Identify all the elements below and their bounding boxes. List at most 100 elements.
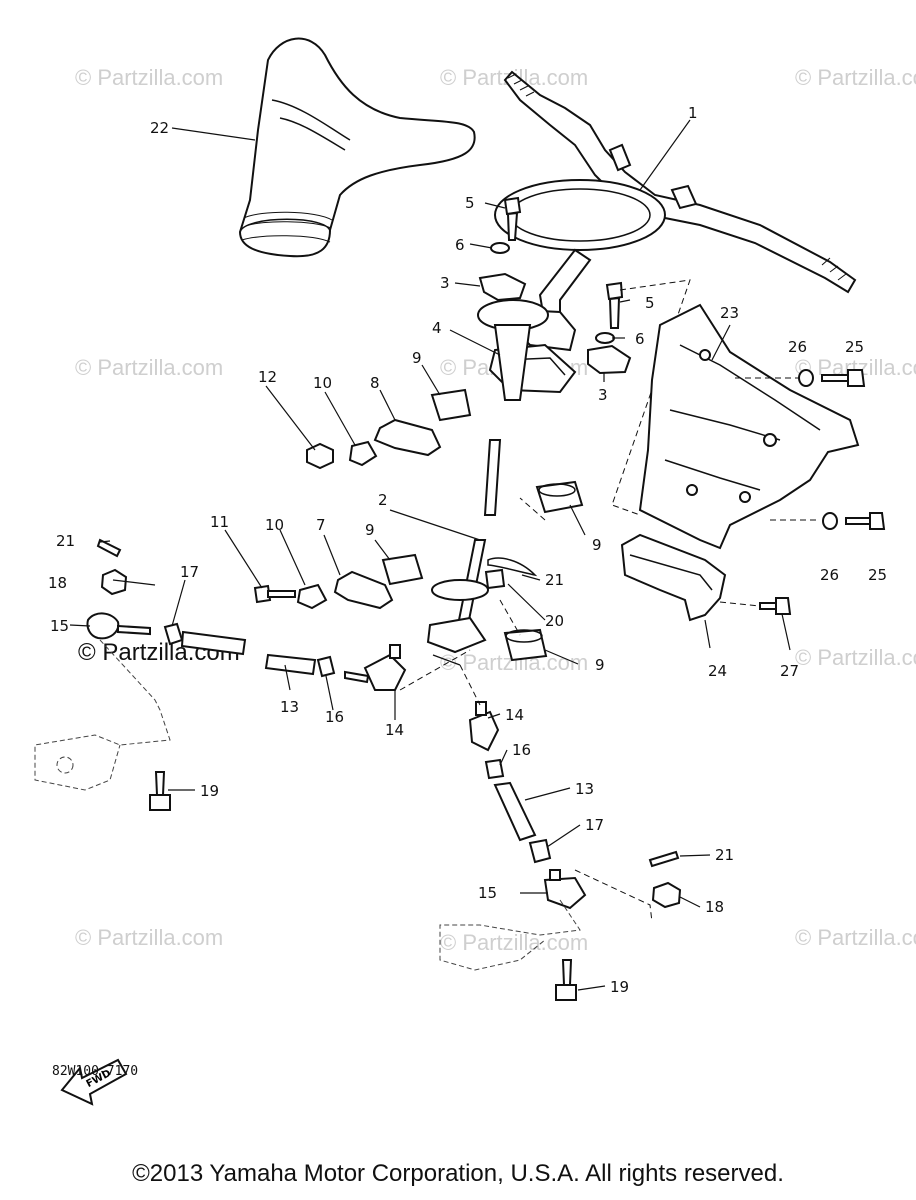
watermark: © Partzilla.com [795,925,916,950]
part-9-bushing-bottom-left[interactable] [381,553,424,586]
part-18-nut-left[interactable] [100,568,128,596]
callout-7: 7 [316,516,326,534]
part-12-nut[interactable] [306,442,334,470]
callout-9: 9 [595,656,605,674]
part-7-clamp[interactable] [333,570,394,610]
part-22-grip-cover[interactable] [238,37,476,258]
part-2-steering-column[interactable] [426,299,549,654]
linkage-lines [399,497,546,706]
callout-6: 6 [635,330,645,348]
callout-2: 2 [378,491,388,509]
watermark: © Partzilla.com [795,65,916,90]
part-18-nut-right[interactable] [651,881,682,909]
callout-16: 16 [512,741,531,759]
part-13-rod-right[interactable] [493,781,537,842]
watermark: © Partzilla.com [75,65,223,90]
watermark: © Partzilla.com [440,930,588,955]
part-25-bolt-lower[interactable] [845,512,886,530]
part-3-clamp-upper[interactable] [478,272,527,302]
callout-8: 8 [370,374,380,392]
callout-20: 20 [545,612,564,630]
part-8-clamp[interactable] [373,418,442,457]
callout-11: 11 [210,513,229,531]
part-15-ball-joint-left[interactable] [86,612,151,640]
part-5-bolt-upper[interactable] [503,196,522,241]
part-25-bolt-upper[interactable] [821,369,866,387]
part-11-bolt[interactable] [253,584,296,604]
part-13-rod-left[interactable] [180,630,317,676]
part-21-cotter-pin-upper-left[interactable] [96,538,122,558]
part-15-ball-joint-right[interactable] [543,869,587,910]
callout-15: 15 [478,884,497,902]
watermark: © Partzilla.com [795,645,916,670]
callout-9: 9 [365,521,375,539]
part-9-bushing-bottom-right[interactable] [503,628,548,662]
watermark: © Partzilla.com [75,925,223,950]
part-27-screw[interactable] [719,597,792,615]
part-10-nut-lower[interactable] [296,583,328,610]
callout-9: 9 [412,349,422,367]
part-5-bolt-right[interactable] [605,281,624,329]
part-6-washer-upper[interactable] [490,242,510,254]
callout-18: 18 [48,574,67,592]
outboard-bracket-left-ghost [34,639,171,791]
callout-25: 25 [845,338,864,356]
outboard-bracket-right-ghost [439,869,653,971]
callout-12: 12 [258,368,277,386]
part-21-cotter-pin-lower-right[interactable] [648,850,680,868]
callout-6: 6 [455,236,465,254]
callout-5: 5 [465,194,475,212]
part-24-cover[interactable] [620,533,727,622]
callout-3: 3 [598,386,608,404]
callout-18: 18 [705,898,724,916]
fwd-arrow-icon: FWD [60,1058,128,1106]
callout-24: 24 [708,662,727,680]
callout-21: 21 [545,571,564,589]
callout-21: 21 [715,846,734,864]
part-21-cotter-pin-center[interactable] [487,557,538,577]
callout-9: 9 [592,536,602,554]
callout-25: 25 [868,566,887,584]
callout-21: 21 [56,532,75,550]
part-6-washer-right[interactable] [595,332,615,344]
part-20-washer[interactable] [484,568,506,590]
callout-10: 10 [265,516,284,534]
callout-23: 23 [720,304,739,322]
part-16-nut-right[interactable] [484,758,505,780]
part-3-clamp-right[interactable] [587,344,632,375]
callout-19: 19 [610,978,629,996]
callout-5: 5 [645,294,655,312]
callout-layer: 22 1 5 6 3 5 6 3 4 23 26 25 12 10 8 9 9 … [48,104,887,996]
callout-3: 3 [440,274,450,292]
part-17-nut-right[interactable] [528,838,552,864]
part-10-nut-upper[interactable] [348,440,378,467]
callout-14: 14 [505,706,524,724]
callout-13: 13 [575,780,594,798]
part-14-ball-joint-right[interactable] [468,701,500,752]
part-23-bracket[interactable] [611,279,860,550]
part-19-bolt-left[interactable] [149,771,171,811]
copyright-notice: ©2013 Yamaha Motor Corporation, U.S.A. A… [132,1160,784,1187]
callout-27: 27 [780,662,799,680]
callout-16: 16 [325,708,344,726]
watermark: © Partzilla.com [75,355,223,380]
callout-26: 26 [788,338,807,356]
callout-1: 1 [688,104,698,122]
callout-4: 4 [432,319,442,337]
leader-lines [69,119,791,991]
part-19-bolt-right[interactable] [555,959,577,1001]
callout-13: 13 [280,698,299,716]
part-9-bushing-top-left[interactable] [430,388,472,422]
part-14-ball-joint-left[interactable] [344,644,407,691]
callout-22: 22 [150,119,169,137]
part-16-nut-left[interactable] [316,655,336,678]
part-26-washer-lower[interactable] [822,512,838,530]
callout-14: 14 [385,721,404,739]
callout-15: 15 [50,617,69,635]
callout-10: 10 [313,374,332,392]
part-9-bushing-top-right[interactable] [535,480,584,514]
callout-19: 19 [200,782,219,800]
part-1-handlebar[interactable] [494,70,857,352]
part-26-washer-upper[interactable] [798,369,814,387]
